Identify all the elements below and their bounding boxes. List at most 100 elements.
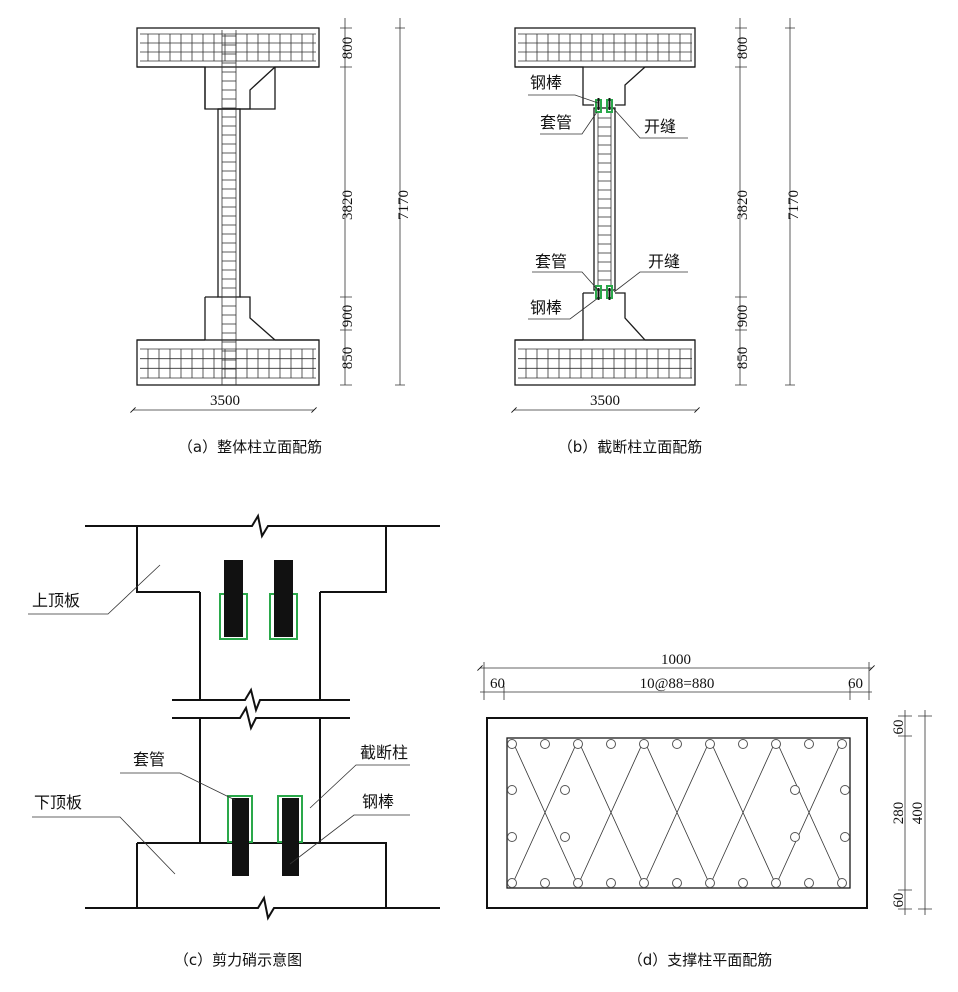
panel-b-bottom-slab: [514, 339, 696, 386]
panel-c-leader-upper-slab: [28, 564, 161, 615]
longitudinal-bar: [840, 785, 850, 795]
panel-b-dim-900: 900: [735, 305, 751, 328]
panel-d-dim-right-60: 60: [848, 676, 863, 692]
panel-c-label-lower-slab: 下顶板: [34, 793, 82, 812]
panel-c-top-break-line: [85, 513, 440, 539]
panel-d-cross-ties: [511, 739, 843, 886]
panel-b-label-gap-bottom: 开缝: [648, 252, 680, 271]
longitudinal-bar: [639, 739, 649, 749]
panel-b-rebar-grid: [518, 33, 692, 379]
panel-c-column-sides: [199, 592, 321, 843]
panel-c-lower-slab: [136, 842, 387, 908]
panel-c-leader-sleeve: [120, 772, 236, 801]
panel-a-column-shaft: [217, 108, 241, 298]
panel-d-outer-section: [486, 717, 868, 909]
longitudinal-bar: [507, 832, 517, 842]
panel-c-shear-key: [28, 513, 440, 921]
cross-tie: [709, 739, 777, 886]
panel-d-dim-bottom-60: 60: [891, 893, 907, 908]
longitudinal-bar: [738, 878, 748, 888]
panel-c-lower-rod-left: [232, 798, 249, 876]
panel-d-dim-left-60: 60: [490, 676, 505, 692]
panel-b-label-gap-top: 开缝: [644, 117, 676, 136]
longitudinal-bar: [771, 739, 781, 749]
panel-d-plan-rebar: [477, 662, 932, 915]
longitudinal-bar: [738, 739, 748, 749]
panel-b-label-rod-bottom: 钢棒: [530, 298, 562, 317]
longitudinal-bar: [639, 878, 649, 888]
panel-b-dim-800: 800: [735, 37, 751, 60]
panel-c-leader-cut-column: [309, 764, 410, 809]
panel-b-bottom-rod-left: [597, 288, 600, 300]
longitudinal-bar: [672, 739, 682, 749]
panel-a-dim-7170: 7170: [396, 190, 412, 220]
panel-b-bottom-haunch: [515, 292, 695, 341]
longitudinal-bar: [804, 878, 814, 888]
panel-b-dim-850: 850: [735, 347, 751, 370]
panel-b-top-slab: [514, 27, 696, 68]
longitudinal-bar: [840, 832, 850, 842]
panel-a-dim-850: 850: [340, 347, 356, 370]
longitudinal-bar: [606, 739, 616, 749]
panel-b-dim-3820: 3820: [735, 190, 751, 220]
longitudinal-bar: [540, 739, 550, 749]
panel-b-width-dim: 3500: [590, 393, 620, 409]
panel-b-dim-7170: 7170: [786, 190, 802, 220]
cross-tie: [511, 739, 579, 886]
panel-b-leader-sleeve-bottom: [532, 271, 599, 291]
panel-d-dim-880: 10@88=880: [640, 676, 715, 692]
panel-b-top-haunch: [515, 66, 695, 106]
panel-b-label-rod-top: 钢棒: [530, 73, 562, 92]
panel-d-vertical-dim-ticks: [898, 715, 932, 910]
panel-b-column-shaft: [593, 107, 616, 291]
panel-a-bottom-haunch: [137, 296, 319, 341]
panel-a-dim-900: 900: [340, 305, 356, 328]
panel-c-label-sleeve: 套管: [133, 750, 165, 769]
longitudinal-bar: [672, 878, 682, 888]
panel-b-leader-rod-bottom: [528, 297, 599, 320]
longitudinal-bar: [560, 785, 570, 795]
longitudinal-bar: [606, 878, 616, 888]
panel-b-cut-column: [511, 18, 795, 413]
panel-a-top-haunch: [204, 66, 276, 110]
panel-c-caption: （c）剪力硝示意图: [174, 951, 302, 969]
panel-d-dim-1000: 1000: [661, 652, 691, 668]
panel-a-dim-3820: 3820: [340, 190, 356, 220]
panel-a-rebar-grid: [140, 30, 316, 385]
panel-a-dim-ticks: [340, 27, 405, 386]
panel-b-caption: （b）截断柱立面配筋: [558, 438, 703, 456]
cross-tie: [577, 739, 645, 886]
panel-a-top-haunch-outline: [137, 66, 319, 110]
panel-b-label-sleeve-bottom: 套管: [535, 252, 567, 271]
panel-a-dim-800: 800: [340, 37, 356, 60]
panel-a-width-dim: 3500: [210, 393, 240, 409]
longitudinal-bar: [837, 878, 847, 888]
longitudinal-bar: [507, 785, 517, 795]
panel-b-bottom-rod-right: [608, 288, 611, 300]
panel-c-label-upper-slab: 上顶板: [32, 591, 80, 610]
panel-c-upper-rod-left: [224, 560, 243, 637]
cross-tie: [775, 739, 843, 886]
panel-c-upper-rod-right: [274, 560, 293, 637]
panel-d-dim-400: 400: [910, 802, 926, 825]
longitudinal-bar: [573, 878, 583, 888]
panel-d-dim-280: 280: [891, 802, 907, 825]
longitudinal-bar: [804, 739, 814, 749]
longitudinal-bar: [540, 878, 550, 888]
panel-c-lower-rod-right: [282, 798, 299, 876]
panel-d-caption: （d）支撑柱平面配筋: [628, 951, 773, 969]
panel-d-dim-top-60: 60: [891, 720, 907, 735]
longitudinal-bar: [705, 739, 715, 749]
longitudinal-bar: [507, 739, 517, 749]
panel-d-dim-extension-lines: [483, 662, 870, 700]
longitudinal-bar: [837, 739, 847, 749]
longitudinal-bar: [790, 832, 800, 842]
panel-b-leader-gap-top: [612, 107, 688, 139]
panel-b-dim-ticks: [735, 27, 795, 386]
longitudinal-bar: [573, 739, 583, 749]
panel-b-vertical-dim-lines: [739, 18, 791, 385]
panel-b-leader-sleeve-top: [540, 111, 598, 135]
panel-a-whole-column: [130, 18, 405, 413]
longitudinal-bar: [507, 878, 517, 888]
